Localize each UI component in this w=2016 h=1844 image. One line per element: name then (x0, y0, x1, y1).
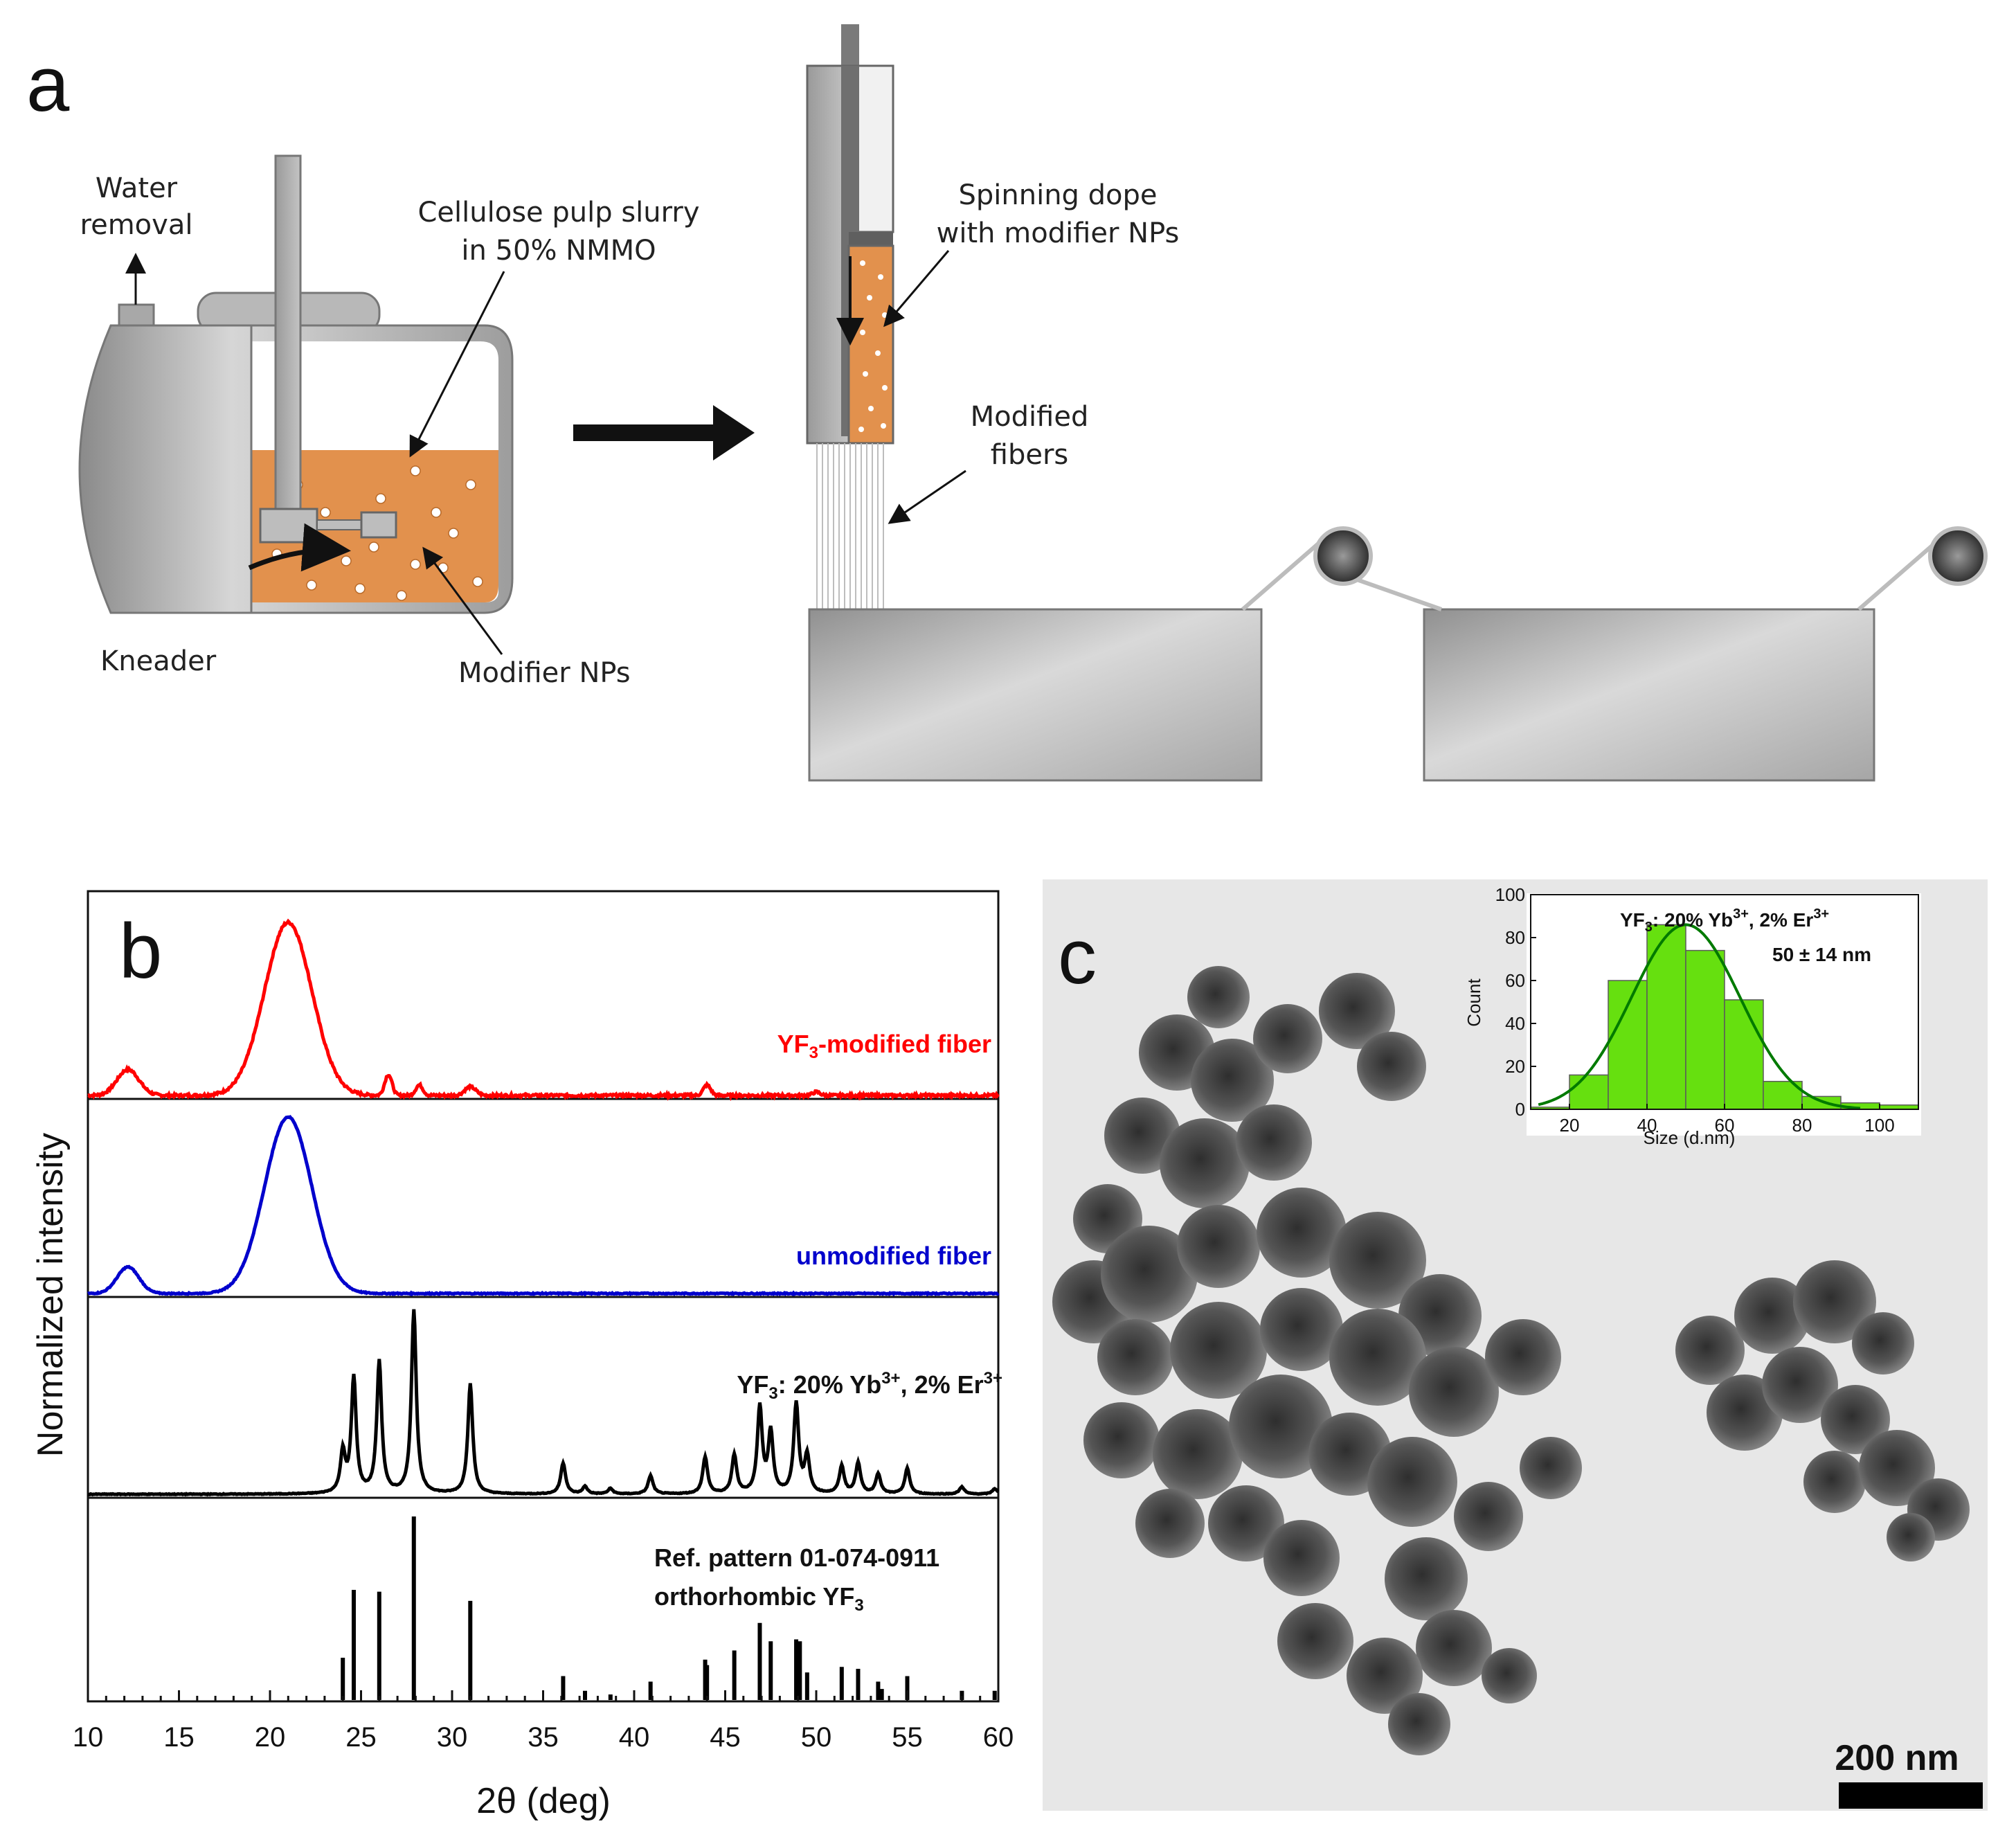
x-tick-label: 30 (437, 1722, 468, 1753)
godet-roller-1 (1313, 526, 1373, 586)
panel-letter-c: c (1058, 913, 1097, 1000)
label-kneader: Kneader (100, 645, 217, 677)
reference-sticks (341, 1516, 997, 1700)
histogram-y-label: Count (1464, 978, 1484, 1027)
trace-unmodified-fiber (87, 1115, 1000, 1297)
histogram-x-label: Size (d.nm) (1644, 1127, 1736, 1148)
label-ref-2: orthorhombic YF3 (654, 1582, 864, 1615)
label-modifier-nps: Modifier NPs (458, 657, 631, 689)
scale-bar (1839, 1782, 1983, 1809)
trace-yf3-fiber (87, 918, 1000, 1102)
spinning-dope (847, 244, 894, 445)
label-fibers-2: fibers (991, 439, 1068, 471)
hist-y-tick-label: 20 (1505, 1056, 1525, 1077)
size-histogram-inset: 20 40 60 80 100 0 20 40 60 80 100 YF3: 20% Yb3+, 2… (1464, 884, 1921, 1148)
histogram-bar (1801, 1095, 1842, 1110)
histogram-bar (1608, 980, 1648, 1110)
x-tick-label: 25 (345, 1722, 377, 1753)
label-dope-2: with modifier NPs (937, 217, 1180, 249)
label-ref-1: Ref. pattern 01-074-0911 (654, 1543, 939, 1572)
histogram-bar (1685, 949, 1725, 1110)
washing-bath (1423, 608, 1875, 782)
label-unmodified-fiber: unmodified fiber (796, 1242, 991, 1270)
label-fibers-1: Modified (971, 401, 1089, 433)
hist-y-tick-label: 80 (1505, 927, 1525, 948)
inset-stat: 50 ± 14 nm (1772, 944, 1871, 965)
x-axis-ticks: 10 15 20 25 30 35 40 45 50 55 60 (73, 1690, 1014, 1753)
label-water-2: removal (80, 209, 193, 241)
nps-arrow (422, 546, 503, 655)
panel-c: c 200 nm 20 40 60 80 100 0 20 40 60 80 100 YF3: 20… (1043, 879, 1988, 1811)
fiber-bundle (816, 443, 884, 609)
stirrer-blade (360, 511, 397, 539)
hist-x-tick-label: 60 (1715, 1115, 1735, 1136)
hist-x-tick-label: 100 (1864, 1115, 1894, 1136)
coagulation-bath (808, 608, 1263, 782)
histogram-bar (1724, 999, 1764, 1110)
x-tick-label: 40 (619, 1722, 650, 1753)
stirrer-shaft (274, 154, 302, 510)
label-slurry-2: in 50% NMMO (461, 235, 656, 267)
x-tick-label: 10 (73, 1722, 104, 1753)
histogram-bar (1646, 924, 1686, 1110)
histogram-axes: 20 40 60 80 100 0 20 40 60 80 100 (1495, 884, 1895, 1136)
label-water-1: Water (96, 172, 178, 204)
y-axis-label: Normalized intensity (30, 1133, 71, 1457)
x-axis-label: 2θ (deg) (476, 1781, 611, 1821)
hist-x-tick-label: 20 (1560, 1115, 1580, 1136)
gaussian-fit (1538, 923, 1861, 1110)
hist-y-tick-label: 0 (1515, 1099, 1525, 1120)
panel-a: a Water removal Cellulose pulp slu (26, 24, 1988, 782)
scale-bar-label: 200 nm (1835, 1738, 1959, 1778)
x-tick-label: 55 (892, 1722, 923, 1753)
hist-y-tick-label: 100 (1495, 884, 1525, 905)
label-yf3-fiber: YF3-modified fiber (777, 1030, 991, 1062)
x-tick-label: 35 (528, 1722, 559, 1753)
fibers-arrow (888, 469, 966, 524)
hist-x-tick-label: 40 (1637, 1115, 1657, 1136)
nanoparticle-cluster-left (1052, 966, 1582, 1755)
dope-arrow (883, 250, 950, 328)
stirrer-hub (259, 508, 318, 544)
slurry-arrow (409, 271, 505, 458)
label-yf3-powder: YF3: 20% Yb3+, 2% Er3+ (737, 1369, 1002, 1403)
x-tick-label: 60 (983, 1722, 1014, 1753)
rotation-arrow (248, 523, 351, 572)
godet-roller-2 (1928, 526, 1988, 586)
x-tick-label: 45 (710, 1722, 741, 1753)
histogram-bar (1569, 1074, 1609, 1110)
x-tick-label: 15 (163, 1722, 195, 1753)
hist-y-tick-label: 40 (1505, 1013, 1525, 1034)
inset-title: YF3: 20% Yb3+, 2% Er3+ (1620, 906, 1829, 935)
x-tick-label: 50 (801, 1722, 832, 1753)
label-slurry-1: Cellulose pulp slurry (418, 197, 700, 229)
hist-x-tick-label: 80 (1792, 1115, 1812, 1136)
label-dope-1: Spinning dope (958, 179, 1157, 211)
panel-letter-b: b (119, 908, 162, 994)
trace-yf3-powder (87, 1309, 1000, 1497)
panel-b: b 10 15 20 25 30 35 40 45 50 55 60 YF3-modified fi… (30, 890, 1014, 1821)
hist-y-tick-label: 60 (1505, 970, 1525, 991)
spinneret (806, 24, 894, 445)
panel-letter-a: a (26, 41, 70, 127)
x-tick-label: 20 (255, 1722, 286, 1753)
nanoparticle-cluster-right (1675, 1260, 1970, 1561)
histogram-bars (1530, 924, 1919, 1110)
